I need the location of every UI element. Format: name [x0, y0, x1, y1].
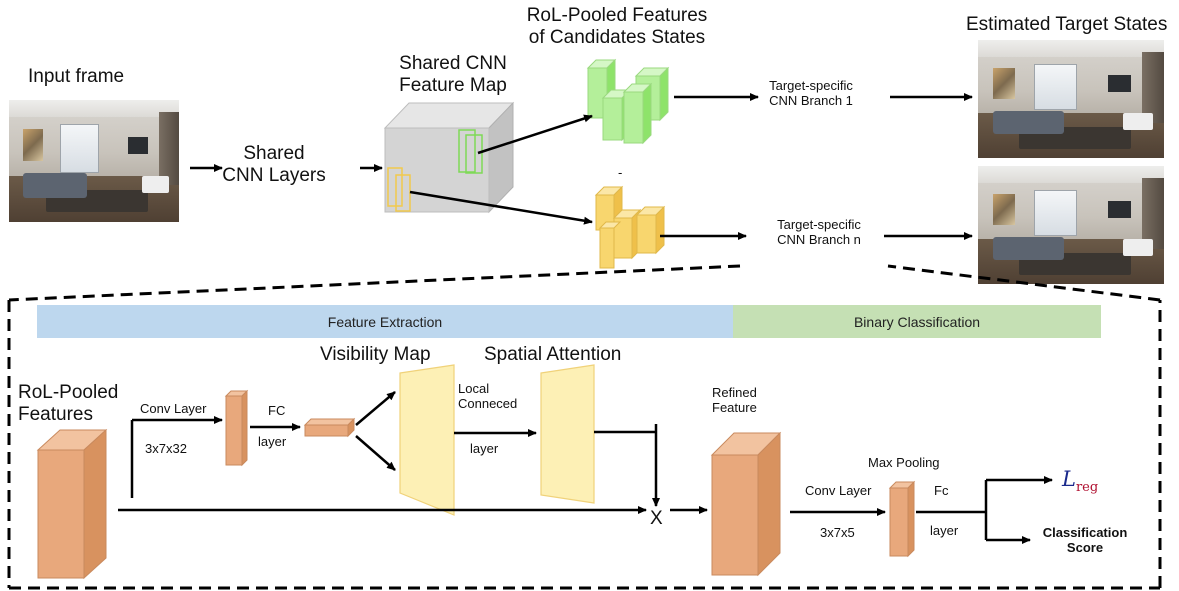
- l-reg-label: Lreg: [1062, 467, 1098, 496]
- rol-pooled-candidates-label: RoL-Pooled Features of Candidates States: [512, 5, 722, 49]
- shared-cnn-layers-label: Shared CNN Layers: [218, 143, 330, 187]
- rol-pooled-features-label: RoL-Pooled Features: [18, 382, 118, 426]
- branch-n-line-2: CNN Branch n: [777, 231, 861, 247]
- max-pooling-block: [888, 480, 916, 558]
- rol-pooled-features-line-1: RoL-Pooled: [18, 382, 119, 403]
- local-connected-label: Local Conneced: [458, 381, 518, 412]
- rol-pooled-features-line-2: Features: [18, 403, 93, 425]
- shared-feature-map-line-1: Shared CNN: [399, 53, 507, 74]
- shared-feature-map-label: Shared CNN Feature Map: [378, 53, 528, 97]
- top-arrows: [190, 93, 973, 240]
- branch-1-line-2: CNN Branch 1: [769, 92, 853, 108]
- rol-pooled-features-block: [36, 428, 108, 580]
- spatial-attention-plane: [540, 364, 595, 504]
- l-reg-sub: reg: [1075, 480, 1099, 496]
- estimated-state-image-n: [978, 166, 1164, 284]
- estimated-state-image-1: [978, 40, 1164, 158]
- rol-pooled-candidates-line-1: RoL-Pooled Features: [526, 5, 708, 26]
- max-pooling-label: Max Pooling: [868, 455, 940, 470]
- visibility-map-label: Visibility Map: [320, 344, 431, 365]
- branch-1-label: Target-specific CNN Branch 1: [752, 78, 870, 109]
- local-connected-line-2: Conneced: [458, 395, 518, 411]
- rol-pooled-candidates-line-2: of Candidates States: [528, 26, 706, 48]
- detail-arrows: [118, 391, 1053, 544]
- refined-feature-label: Refined Feature: [712, 385, 757, 416]
- shared-feature-map-line-2: Feature Map: [399, 74, 507, 96]
- conv-layer-2-label: Conv Layer: [805, 483, 872, 498]
- fc-layer-1-label: layer: [258, 434, 287, 449]
- feature-extraction-label: Feature Extraction: [327, 313, 443, 330]
- classification-score-line-1: Classification: [1042, 525, 1128, 540]
- visibility-map-plane: [399, 364, 455, 516]
- l-reg-main: L: [1062, 467, 1076, 491]
- branch-n-line-1: Target-specific: [777, 217, 861, 232]
- binary-classification-label: Binary Classification: [853, 313, 981, 330]
- refined-feature-block: [710, 431, 782, 577]
- yellow-pooled-cubes: [594, 185, 666, 269]
- detail-frame: [7, 264, 1162, 590]
- multiply-operator: X: [650, 508, 663, 529]
- classification-score-line-2: Score: [1066, 539, 1104, 555]
- branch-n-label: Target-specific CNN Branch n: [760, 217, 878, 248]
- classification-score-label: Classification Score: [1030, 525, 1140, 556]
- shared-cnn-layers-line-2: CNN Layers: [222, 164, 326, 186]
- fc-layer-2-label: layer: [930, 523, 959, 538]
- estimated-target-states-label: Estimated Target States: [966, 14, 1168, 35]
- local-layer-label: layer: [470, 441, 499, 456]
- conv-layer-1-label: Conv Layer: [140, 401, 207, 416]
- branch-1-line-1: Target-specific: [769, 78, 853, 93]
- input-frame-image: [9, 100, 179, 222]
- refined-feature-line-2: Feature: [712, 399, 757, 415]
- feature-extraction-band: Feature Extraction: [37, 305, 733, 338]
- local-connected-line-1: Local: [458, 381, 490, 396]
- shared-cnn-layers-line-1: Shared: [243, 143, 305, 164]
- conv-dims-1-label: 3x7x32: [145, 441, 187, 456]
- fc-layer-1-block: [303, 417, 356, 438]
- spatial-attention-label: Spatial Attention: [484, 344, 622, 365]
- shared-feature-map-cube: [383, 101, 515, 214]
- conv-dims-2-label: 3x7x5: [820, 525, 855, 540]
- fc-2-label: Fc: [934, 483, 949, 498]
- fc-1-label: FC: [268, 403, 286, 418]
- binary-classification-band: Binary Classification: [733, 305, 1101, 338]
- conv-layer-1-block: [224, 389, 249, 467]
- separator-dot: -: [618, 165, 623, 180]
- refined-feature-line-1: Refined: [712, 385, 757, 400]
- input-frame-label: Input frame: [28, 66, 125, 87]
- green-pooled-cubes: [586, 58, 670, 145]
